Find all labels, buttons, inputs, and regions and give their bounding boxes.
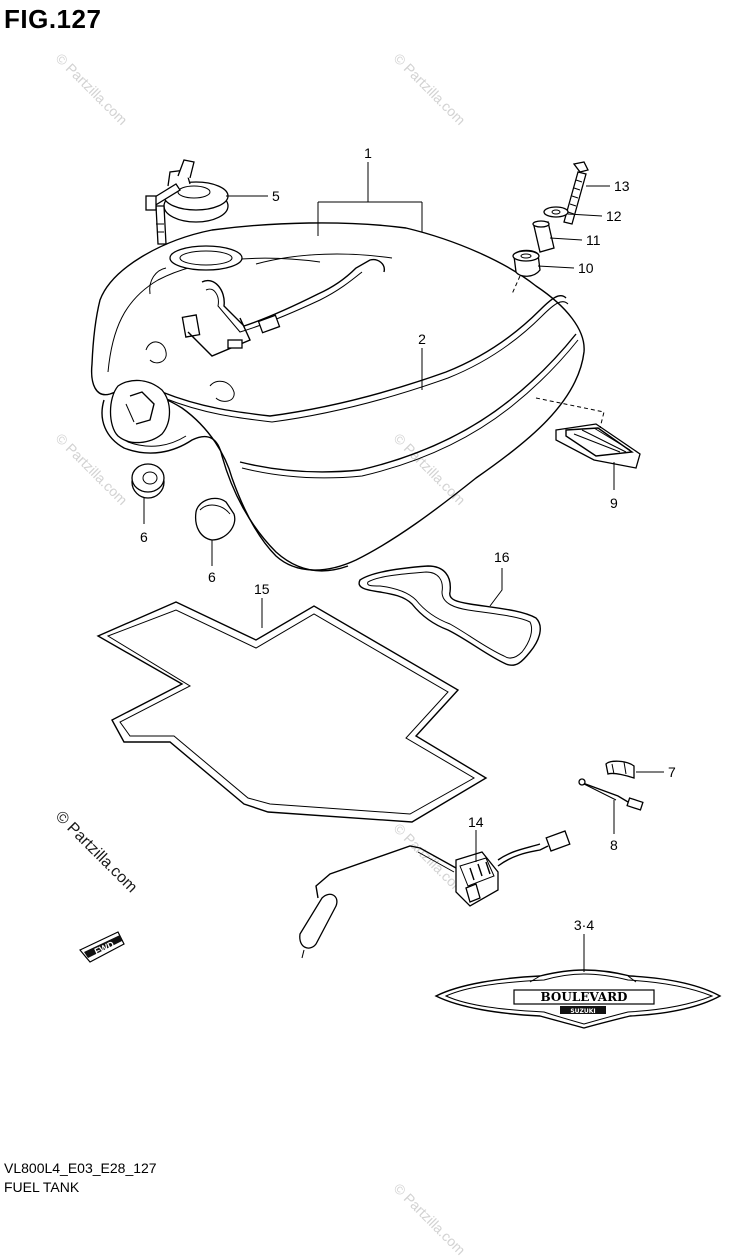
figure-title: FIG.127 bbox=[4, 4, 102, 34]
collar-11 bbox=[532, 220, 555, 253]
clamp-7 bbox=[605, 760, 635, 779]
bolt-13 bbox=[563, 161, 589, 225]
callout-1: 1 bbox=[364, 145, 372, 161]
grommet-left bbox=[131, 463, 165, 499]
callout-2: 2 bbox=[418, 331, 426, 347]
leader-lines bbox=[143, 162, 664, 972]
forward-arrow-icon: FWD bbox=[79, 931, 125, 963]
callout-9: 9 bbox=[610, 495, 618, 511]
callout-6b: 6 bbox=[208, 569, 216, 585]
callout-16: 16 bbox=[494, 549, 510, 565]
callout-11: 11 bbox=[586, 232, 601, 248]
mount-pad bbox=[555, 423, 641, 469]
fuel-cap-assembly bbox=[145, 159, 229, 245]
emblem-main-text: BOULEVARD bbox=[541, 990, 628, 1004]
sensor-wire-8 bbox=[578, 778, 644, 811]
callout-6a: 6 bbox=[140, 529, 148, 545]
gasket-16 bbox=[358, 565, 541, 666]
parts-diagram: FWD BOULEVARD SUZUKI bbox=[79, 145, 722, 1029]
callout-12: 12 bbox=[606, 208, 622, 224]
callout-5: 5 bbox=[272, 188, 280, 204]
emblem-3-4: BOULEVARD SUZUKI bbox=[434, 969, 722, 1029]
callout-8: 8 bbox=[610, 837, 618, 853]
callout-15: 15 bbox=[254, 581, 270, 597]
callout-10: 10 bbox=[578, 260, 594, 276]
figure-name: FUEL TANK bbox=[4, 1179, 80, 1195]
fuel-level-gauge-14 bbox=[299, 830, 571, 959]
callout-7: 7 bbox=[668, 764, 676, 780]
callout-14: 14 bbox=[468, 814, 484, 830]
callout-3-4: 3·4 bbox=[574, 917, 594, 933]
grommet-right bbox=[194, 497, 236, 541]
emblem-sub-text: SUZUKI bbox=[570, 1008, 595, 1015]
washer-12 bbox=[543, 206, 569, 218]
fuel-tank bbox=[90, 222, 585, 572]
callouts: 1 2 3·4 5 6 6 7 8 9 10 11 12 13 14 15 16 bbox=[140, 145, 676, 933]
cushion-10 bbox=[512, 249, 541, 277]
callout-13: 13 bbox=[614, 178, 630, 194]
figure-code: VL800L4_E03_E28_127 bbox=[4, 1160, 157, 1176]
insulator-pad-15 bbox=[96, 601, 488, 823]
